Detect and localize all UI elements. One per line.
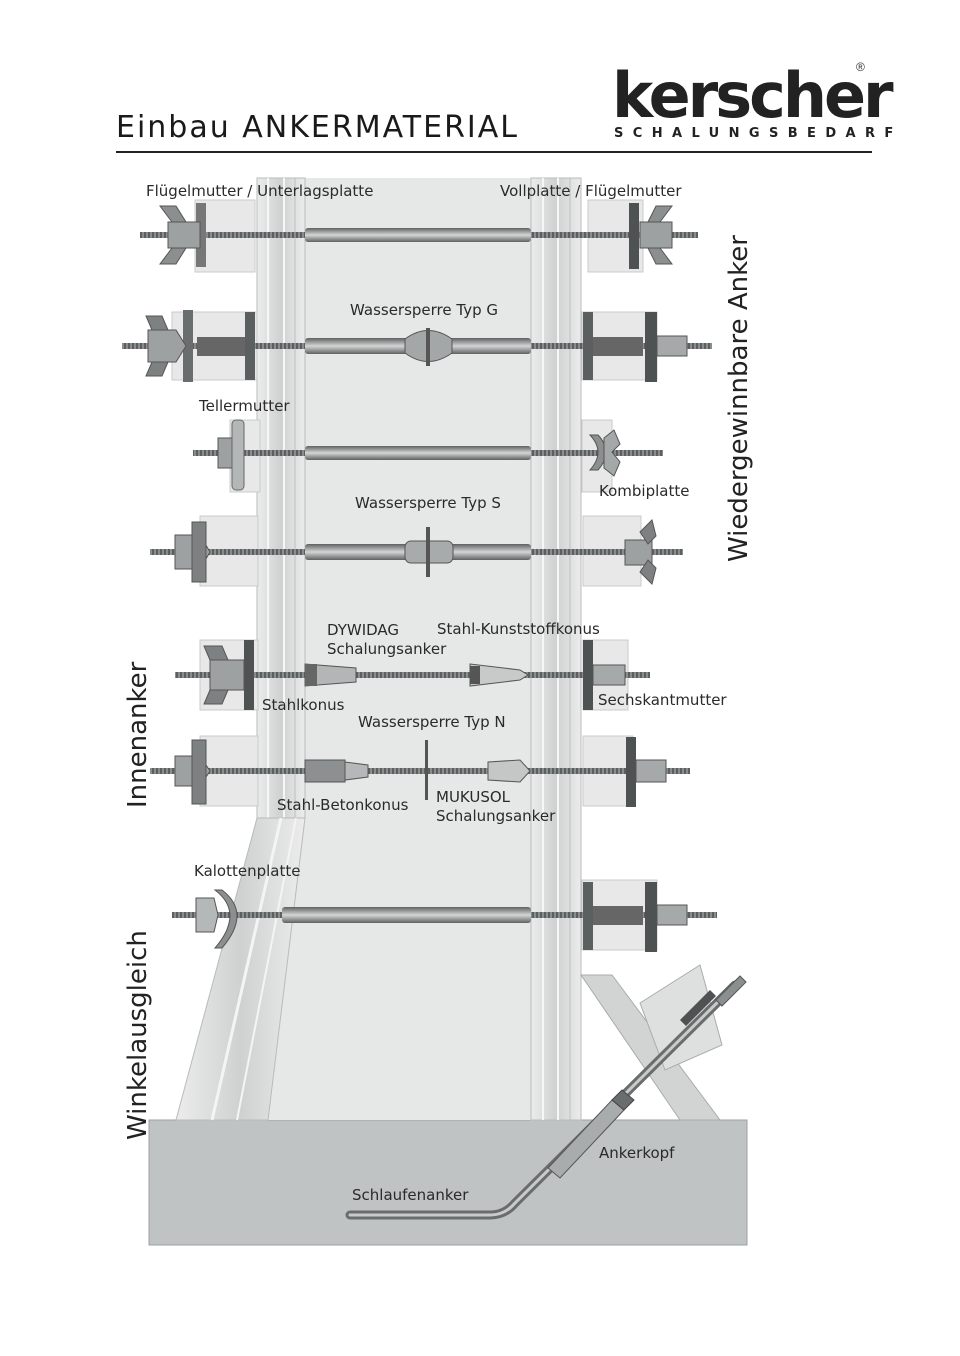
label-ankerkopf: Ankerkopf <box>599 1144 675 1162</box>
side-label-winkelausgleich: Winkelausgleich <box>123 930 153 1140</box>
kerscher-logo: kerscher SCHALUNGSBEDARF ® <box>612 60 894 150</box>
label-stahlkonus: Stahlkonus <box>262 696 345 714</box>
label-mukusol-2: Schalungsanker <box>436 807 556 825</box>
side-label-innenanker: Innenanker <box>123 661 153 808</box>
label-fluegelmutter-unterlagsplatte: Flügelmutter / Unterlagsplatte <box>146 182 373 200</box>
anchor-row-3 <box>193 419 663 493</box>
concrete-wall <box>233 178 531 1120</box>
anchor-row-2 <box>122 310 712 382</box>
foundation-slab <box>148 1119 748 1246</box>
label-stahl-betonkonus: Stahl-Betonkonus <box>277 796 409 814</box>
label-dywidag-1: DYWIDAG <box>327 621 399 639</box>
page-title: Einbau ANKERMATERIAL <box>116 110 520 145</box>
right-formwork <box>530 177 582 1121</box>
anchor-row-6 <box>150 735 690 807</box>
registered-mark: ® <box>856 60 865 74</box>
label-vollplatte-fluegelmutter: Vollplatte / Flügelmutter <box>500 182 682 200</box>
loop-anchor <box>345 975 747 1220</box>
label-kalottenplatte: Kalottenplatte <box>194 862 300 880</box>
side-label-wiedergewinnbare: Wiedergewinnbare Anker <box>724 235 754 562</box>
logo-subtitle: SCHALUNGSBEDARF <box>614 126 903 141</box>
anchor-row-7 <box>172 879 717 952</box>
label-kombiplatte: Kombiplatte <box>599 482 689 500</box>
anchor-row-4 <box>150 515 683 587</box>
label-schlaufenanker: Schlaufenanker <box>352 1186 469 1204</box>
diagonal-brace <box>580 964 723 1121</box>
label-dywidag-2: Schalungsanker <box>327 640 447 658</box>
anchor-row-5 <box>175 639 650 711</box>
label-tellermutter: Tellermutter <box>198 397 290 415</box>
label-sechskantmutter: Sechskantmutter <box>598 691 727 709</box>
logo-wordmark: kerscher <box>612 59 894 132</box>
label-wassersperre-s: Wassersperre Typ S <box>355 494 501 512</box>
anchor-row-1 <box>140 199 698 273</box>
header-rule <box>116 151 872 153</box>
label-wassersperre-g: Wassersperre Typ G <box>350 301 498 319</box>
label-mukusol-1: MUKUSOL <box>436 788 511 806</box>
label-stahl-kunststoffkonus: Stahl-Kunststoffkonus <box>437 620 600 638</box>
left-formwork <box>175 177 306 1121</box>
label-wassersperre-n: Wassersperre Typ N <box>358 713 506 731</box>
